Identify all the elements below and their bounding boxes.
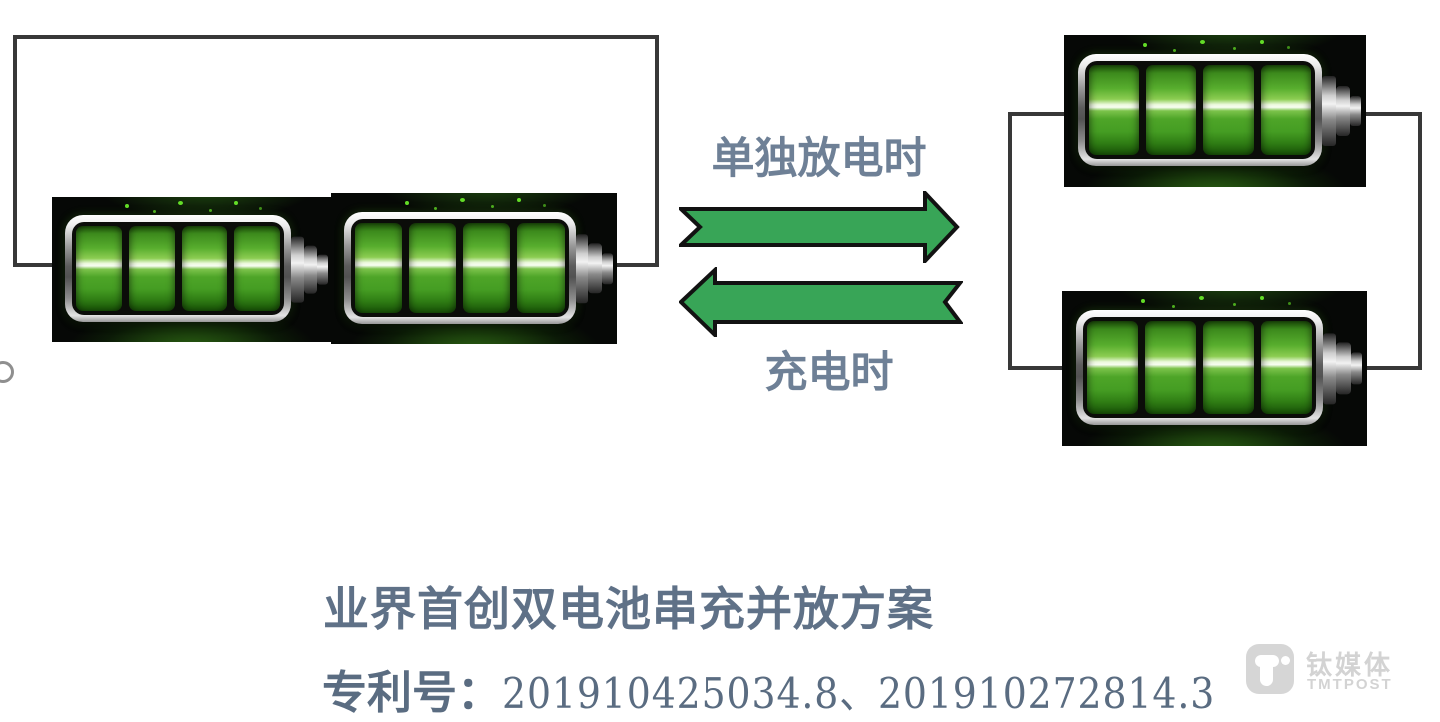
battery-cell xyxy=(1086,321,1138,415)
battery-right-bottom xyxy=(1062,291,1367,446)
battery-cells xyxy=(71,222,285,316)
tmtpost-watermark: 钛媒体 TMTPOST xyxy=(1246,642,1436,702)
sparkle-dot xyxy=(152,210,156,214)
battery-cell xyxy=(517,222,565,313)
sparkle-dot xyxy=(178,201,183,206)
sparkle-dot xyxy=(516,197,521,202)
logo-t-stem xyxy=(1260,655,1273,686)
battery-terminal xyxy=(1322,76,1362,146)
sparkle-dot xyxy=(124,204,129,209)
battery-cell xyxy=(181,226,228,312)
sparkle-dot xyxy=(1287,45,1291,49)
battery-cell xyxy=(128,226,175,312)
charge-arrow-left-icon xyxy=(679,267,963,337)
charge-label: 充电时 xyxy=(764,349,894,397)
battery-cell xyxy=(409,222,457,313)
patent-label: 专利号： xyxy=(322,667,503,718)
sparkle-dot xyxy=(1233,47,1237,51)
battery-terminal xyxy=(1322,332,1363,405)
sparkle-dot xyxy=(1172,48,1176,52)
sparkle-dot xyxy=(1199,39,1205,44)
battery-cell xyxy=(1144,321,1196,415)
battery-frame xyxy=(64,215,292,323)
sparkle-dot xyxy=(433,206,437,210)
discharge-arrow-right-icon xyxy=(679,191,960,263)
sparkle-dot xyxy=(1260,39,1265,44)
edge-circle-decoration xyxy=(0,361,14,383)
battery-frame xyxy=(1077,54,1323,167)
sparkle-dot xyxy=(259,207,263,211)
sparkle-dot xyxy=(234,201,238,206)
battery-frame xyxy=(1075,310,1323,426)
battery-cell xyxy=(1088,65,1139,156)
battery-cell xyxy=(234,226,281,312)
sparkle-dot xyxy=(405,200,410,205)
watermark-name-en: TMTPOST xyxy=(1307,676,1393,693)
sparkle-dot xyxy=(1141,298,1146,303)
battery-cell xyxy=(1260,65,1312,156)
battery-right-top xyxy=(1064,35,1366,187)
sparkle-dot xyxy=(1142,42,1147,47)
battery-cells xyxy=(350,218,569,317)
sparkle-dot xyxy=(1260,295,1265,300)
battery-cell xyxy=(1203,65,1254,156)
battery-terminal xyxy=(291,236,328,303)
battery-left-1 xyxy=(52,197,332,342)
battery-cells xyxy=(1084,61,1316,160)
sparkle-dot xyxy=(491,205,495,209)
patent-numbers: 201910425034.8、201910272814.3 xyxy=(502,669,1216,718)
battery-cell xyxy=(1260,321,1312,415)
battery-cell xyxy=(354,222,403,313)
tmtpost-logo-icon xyxy=(1246,644,1294,694)
discharge-label: 单独放电时 xyxy=(711,135,927,183)
logo-t-dot xyxy=(1281,656,1290,665)
sparkle-dot xyxy=(1171,304,1175,308)
battery-cell xyxy=(1145,65,1197,156)
patent-line: 专利号： 201910425034.8、201910272814.3 xyxy=(322,656,1294,721)
sparkle-dot xyxy=(1287,301,1291,305)
sparkle-dot xyxy=(1199,295,1205,300)
sparkle-dot xyxy=(542,203,546,207)
battery-frame xyxy=(343,211,576,324)
battery-cells xyxy=(1082,317,1316,419)
diagram-title: 业界首创双电池串充并放方案 xyxy=(323,583,934,635)
sparkle-dot xyxy=(208,208,212,212)
battery-terminal xyxy=(575,233,613,304)
battery-left-2 xyxy=(331,193,617,344)
battery-cell xyxy=(75,226,122,312)
sparkle-dot xyxy=(1232,303,1236,307)
sparkle-dot xyxy=(459,197,465,202)
battery-cell xyxy=(463,222,511,313)
watermark-name-cn: 钛媒体 xyxy=(1306,650,1394,680)
battery-cell xyxy=(1202,321,1254,415)
